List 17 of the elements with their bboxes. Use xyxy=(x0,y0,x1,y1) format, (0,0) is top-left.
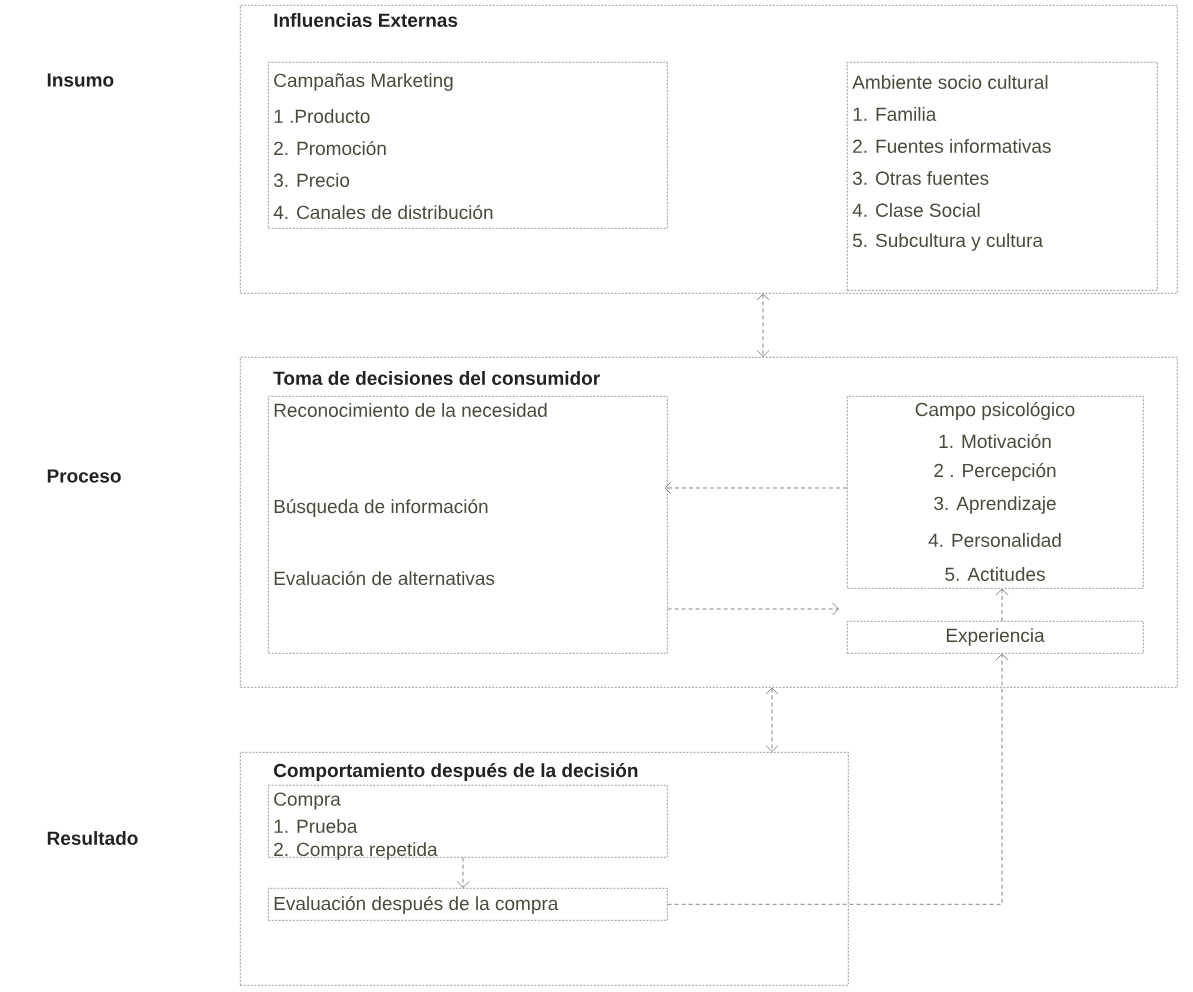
arrow xyxy=(667,602,839,616)
content-box: Compra 1. Prueba 2. Compra repetida xyxy=(268,785,668,860)
stage-label: Resultado xyxy=(47,831,138,845)
arrow xyxy=(995,588,1009,622)
content-box: Campo psicológico 1. Motivación 2 . Percepción 3. Aprendizaje 4. Personalidad 5. Actitudes xyxy=(847,396,1144,589)
content-box: Campañas Marketing 1 .Producto 2. Promoción 3. Precio 4. Canales de distribución xyxy=(268,62,668,229)
content-box: Evaluación después de la compra xyxy=(268,888,668,921)
stage-label: Insumo xyxy=(47,73,114,87)
content-box: Experiencia xyxy=(847,621,1144,654)
content-box: Reconocimiento de la necesidad Búsqueda de información Evaluación de alternativas xyxy=(268,396,668,654)
arrow xyxy=(664,481,848,495)
content-box: Ambiente socio cultural 1. Familia 2. Fuentes informativas 3. Otras fuentes 4. Clase Social 5. Subcultura y cultura xyxy=(847,62,1158,291)
arrow xyxy=(765,687,779,752)
arrow xyxy=(456,857,470,888)
arrow xyxy=(667,653,1009,905)
arrow xyxy=(756,293,770,357)
stage-label: Proceso xyxy=(47,469,121,483)
